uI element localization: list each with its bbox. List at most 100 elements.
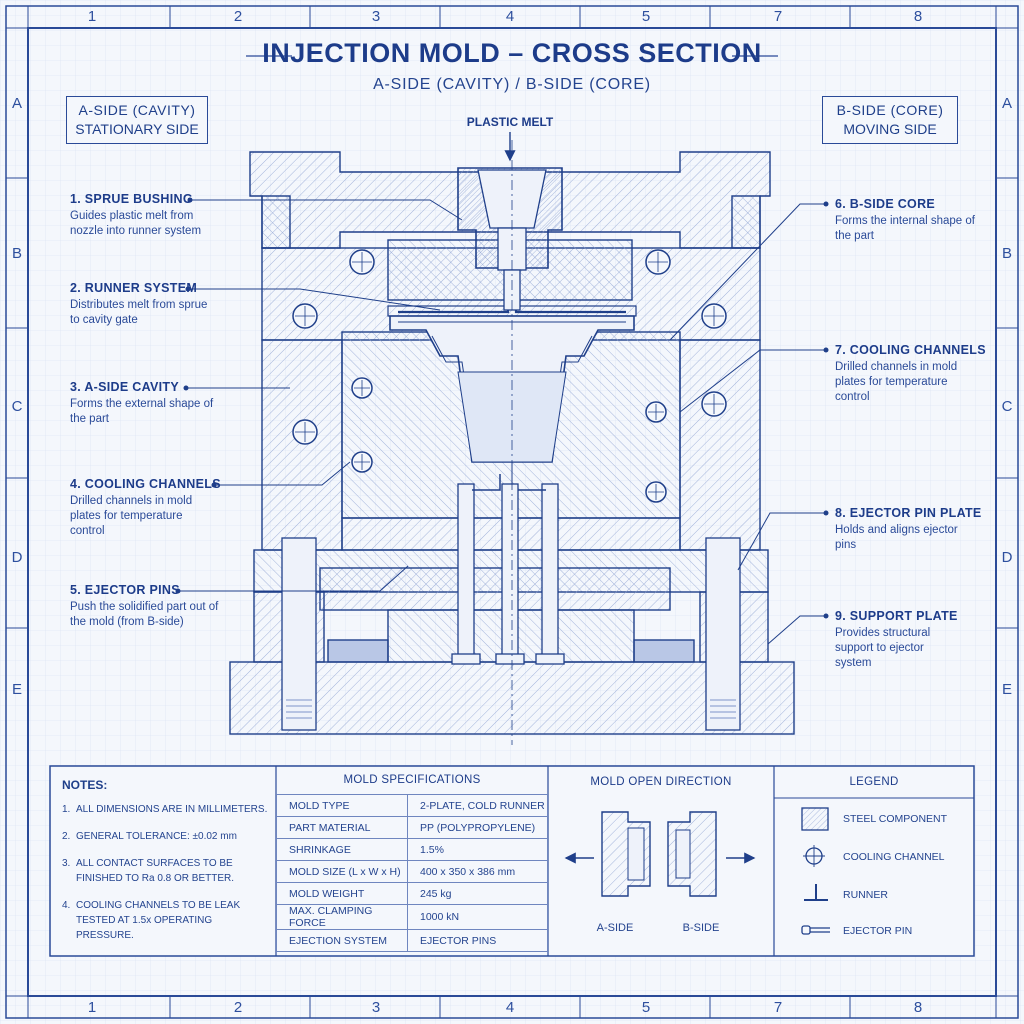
right-side-plate — [679, 339, 761, 551]
zone-row-b-left: B — [11, 245, 22, 262]
callout-title: 6. B-SIDE CORE — [835, 197, 936, 211]
callout-desc: Provides structural support to ejector s… — [835, 627, 931, 669]
spec-label: MOLD TYPE — [276, 794, 408, 817]
left-ejector-retainer — [327, 639, 389, 663]
zone-col-5-top: 5 — [641, 8, 651, 25]
right-guide-lip — [731, 195, 761, 249]
zone-row-c-right: C — [1001, 398, 1013, 415]
zone-col-2-top: 2 — [233, 8, 243, 25]
spec-value: PP (POLYPROPYLENE) — [407, 816, 548, 839]
spec-label: SHRINKAGE — [276, 838, 408, 861]
note-item: 3.ALL CONTACT SURFACES TO BE FINISHED TO… — [62, 858, 234, 884]
b-side-box-title: B-SIDE (CORE) — [836, 102, 944, 118]
specs-heading: MOLD SPECIFICATIONS — [343, 774, 481, 786]
legend-label-cooling: COOLING CHANNEL — [843, 851, 945, 863]
legend-label-runner: RUNNER — [843, 889, 888, 901]
b-side-box-subtitle: MOVING SIDE — [843, 121, 937, 137]
callout-desc: Guides plastic melt from nozzle into run… — [70, 210, 202, 237]
legend-label-ejector: EJECTOR PIN — [843, 925, 913, 937]
cooling-channel-crosshairs — [295, 252, 724, 500]
notes-panel: NOTES: 1.ALL DIMENSIONS ARE IN MILLIMETE… — [62, 778, 270, 943]
callout-title: 3. A-SIDE CAVITY — [70, 380, 179, 394]
callout-b-side-core: 6. B-SIDE CORE Forms the internal shape … — [835, 197, 975, 244]
zone-row-e-left: E — [11, 681, 22, 698]
callout-desc: Distributes melt from sprue to cavity ga… — [70, 299, 208, 326]
callout-title: 1. SPRUE BUSHING — [70, 192, 193, 206]
guide-bolts — [281, 537, 741, 731]
callout-a-side-cavity: 3. A-SIDE CAVITY Forms the external shap… — [70, 380, 220, 427]
callout-title: 5. EJECTOR PINS — [70, 583, 180, 597]
ejector-pin-plate — [319, 567, 671, 611]
molded-part — [457, 371, 567, 463]
plastic-melt-label: PLASTIC MELT — [466, 115, 554, 129]
callout-ejector-pin-plate: 8. EJECTOR PIN PLATE Holds and aligns ej… — [835, 506, 982, 553]
spec-label: MOLD WEIGHT — [276, 882, 408, 905]
zone-col-1-top: 1 — [87, 8, 97, 25]
legend-icons — [801, 807, 830, 935]
zone-col-7-top: 7 — [773, 8, 783, 25]
zone-col-8-bottom: 8 — [913, 999, 923, 1016]
crosshair-circle-icon — [803, 845, 825, 867]
t-runner-icon — [804, 884, 828, 901]
open-direction-diagram — [564, 811, 756, 897]
callout-title: 8. EJECTOR PIN PLATE — [835, 506, 982, 520]
spec-value: 245 kg — [407, 882, 548, 905]
note-item: 2.GENERAL TOLERANCE: ±0.02 mm — [62, 831, 237, 842]
callout-cooling-channels-right: 7. COOLING CHANNELS Drilled channels in … — [835, 343, 986, 405]
zone-col-4-bottom: 4 — [505, 999, 515, 1016]
ejector-pin-icon — [801, 925, 830, 935]
callout-title: 2. RUNNER SYSTEM — [70, 281, 198, 295]
zone-col-1-bottom: 1 — [87, 999, 97, 1016]
zone-col-3-top: 3 — [371, 8, 381, 25]
spec-label: MAX. CLAMPING FORCE — [276, 904, 408, 930]
callout-desc: Drilled channels in mold plates for temp… — [70, 495, 193, 537]
zone-col-4-top: 4 — [505, 8, 515, 25]
note-item: 1.ALL DIMENSIONS ARE IN MILLIMETERS. — [62, 804, 268, 815]
spec-value: 1.5% — [407, 838, 548, 861]
open-a-side-label: A-SIDE — [596, 922, 634, 934]
spec-value: 1000 kN — [407, 904, 548, 930]
spec-value: 400 x 350 x 386 mm — [407, 860, 548, 883]
open-direction-heading: MOLD OPEN DIRECTION — [590, 776, 732, 788]
a-side-label-box: A-SIDE (CAVITY) STATIONARY SIDE — [66, 96, 208, 144]
spec-value: 2-PLATE, COLD RUNNER — [407, 794, 548, 817]
spec-label: MOLD SIZE (L x W x H) — [276, 860, 408, 883]
zone-row-d-left: D — [11, 549, 23, 566]
notes-heading: NOTES: — [62, 778, 108, 792]
zone-row-d-right: D — [1001, 549, 1013, 566]
mold-cross-section — [229, 140, 795, 745]
legend-label-steel: STEEL COMPONENT — [843, 813, 948, 825]
zone-col-2-bottom: 2 — [233, 999, 243, 1016]
page-subtitle: A-SIDE (CAVITY) / B-SIDE (CORE) — [373, 76, 651, 93]
zone-row-c-left: C — [11, 398, 23, 415]
drawing-frame — [5, 5, 1019, 1019]
callout-cooling-channels-left: 4. COOLING CHANNELS Drilled channels in … — [70, 477, 221, 539]
left-side-plate — [261, 339, 343, 551]
b-side-label-box: B-SIDE (CORE) MOVING SIDE — [822, 96, 958, 144]
leader-dots — [175, 197, 829, 619]
a-side-box-title: A-SIDE (CAVITY) — [78, 102, 196, 118]
leader-lines — [178, 199, 826, 645]
zone-row-b-right: B — [1001, 245, 1012, 262]
open-b-side-label: B-SIDE — [682, 922, 720, 934]
zone-row-a-right: A — [1001, 95, 1012, 112]
left-guide-lip — [261, 195, 291, 249]
table-row: MOLD SIZE (L x W x H)400 x 350 x 386 mm — [276, 860, 548, 883]
right-ejector-retainer — [633, 639, 695, 663]
callout-desc: Forms the internal shape of the part — [835, 215, 975, 242]
callout-desc: Forms the external shape of the part — [70, 398, 214, 425]
legend-heading: LEGEND — [849, 776, 899, 788]
note-item: 4.COOLING CHANNELS TO BE LEAK TESTED AT … — [62, 900, 241, 941]
callout-support-plate: 9. SUPPORT PLATE Provides structural sup… — [835, 609, 958, 671]
zone-col-7-bottom: 7 — [773, 999, 783, 1016]
callout-runner-system: 2. RUNNER SYSTEM Distributes melt from s… — [70, 281, 220, 328]
callout-title: 4. COOLING CHANNELS — [70, 477, 221, 491]
callout-ejector-pins: 5. EJECTOR PINS Push the solidified part… — [70, 583, 220, 630]
